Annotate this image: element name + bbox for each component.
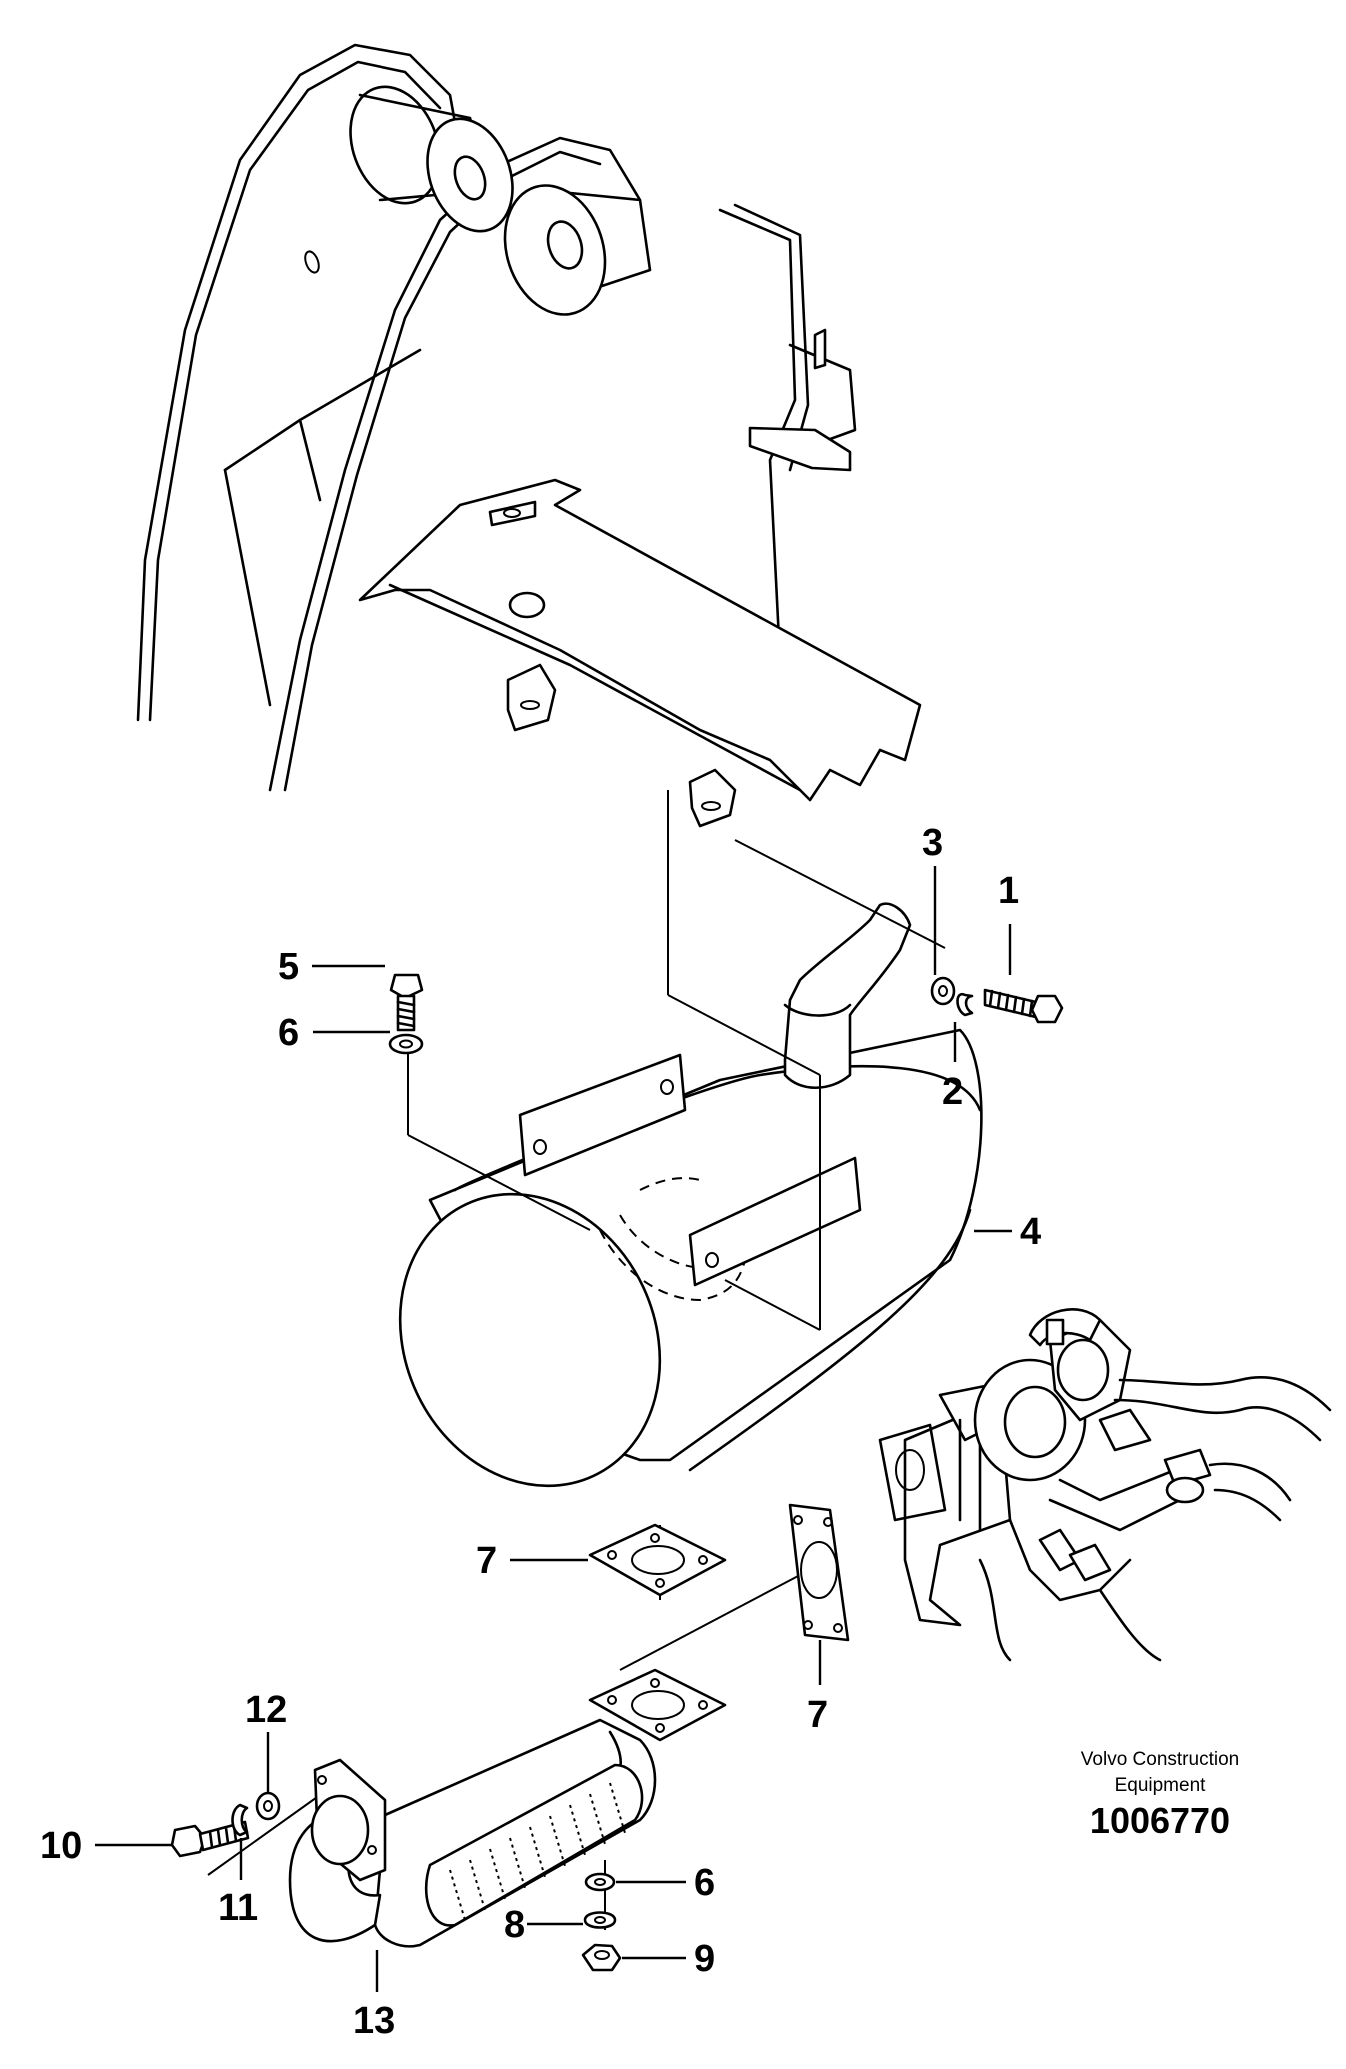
callout-3: 3 <box>922 822 943 975</box>
turbocharger <box>878 1308 1332 1662</box>
callout-number-8: 8 <box>504 1904 525 1946</box>
muffler-bracket <box>358 478 922 828</box>
lock-washer-8 <box>583 1911 617 1929</box>
muffler <box>398 902 983 1488</box>
washer-6-top <box>388 1033 424 1055</box>
callout-10: 10 <box>40 1825 172 1867</box>
assembly-lines <box>207 790 946 1930</box>
callout-number-10: 10 <box>40 1825 82 1867</box>
bolt-5 <box>389 973 424 1032</box>
callout-number-13: 13 <box>353 2000 395 2042</box>
brand-caption: Volvo Construction Equipment <box>1030 1747 1290 1799</box>
callout-number-6-top: 6 <box>278 1012 299 1054</box>
callout-number-4: 4 <box>1020 1211 1041 1253</box>
callout-7-right: 7 <box>807 1640 828 1736</box>
washer-6-bottom <box>584 1872 616 1892</box>
lock-washer-2 <box>956 992 974 1017</box>
callout-number-1: 1 <box>998 870 1019 912</box>
callout-13: 13 <box>353 1950 395 2042</box>
callout-6-bottom: 6 <box>616 1862 715 1904</box>
washer-12 <box>255 1791 281 1821</box>
washer-3 <box>930 976 956 1006</box>
callout-number-5: 5 <box>278 946 299 988</box>
callout-5: 5 <box>278 946 385 988</box>
callout-11: 11 <box>218 1838 258 1929</box>
callout-number-6-bottom: 6 <box>694 1862 715 1904</box>
callout-number-9: 9 <box>694 1938 715 1980</box>
bolt-1 <box>983 988 1064 1024</box>
exhaust-pipe-13 <box>288 1668 727 1948</box>
callout-number-7-left: 7 <box>476 1540 497 1582</box>
callout-9: 9 <box>622 1938 715 1980</box>
brand-line-2: Equipment <box>1114 1775 1206 1796</box>
callout-number-7-right: 7 <box>807 1694 828 1736</box>
callout-6-top: 6 <box>278 1012 390 1054</box>
callout-number-3: 3 <box>922 822 943 864</box>
illustration-number: 1006770 <box>1089 1800 1231 1841</box>
callout-number-2: 2 <box>942 1071 963 1113</box>
callout-12: 12 <box>245 1689 287 1792</box>
gasket-7-vertical <box>788 1503 850 1642</box>
lock-washer-11 <box>231 1803 249 1837</box>
brand-line-1: Volvo Construction <box>1080 1749 1240 1770</box>
callout-4: 4 <box>974 1211 1041 1253</box>
nut-9 <box>581 1943 622 1972</box>
callout-7-left: 7 <box>476 1540 588 1582</box>
callout-1: 1 <box>998 870 1019 975</box>
callout-8: 8 <box>504 1904 583 1946</box>
callout-2: 2 <box>942 1022 963 1113</box>
loader-frame <box>136 43 857 792</box>
callout-number-12: 12 <box>245 1689 287 1731</box>
callout-number-11: 11 <box>218 1887 258 1929</box>
gasket-7-horizontal <box>588 1523 727 1597</box>
